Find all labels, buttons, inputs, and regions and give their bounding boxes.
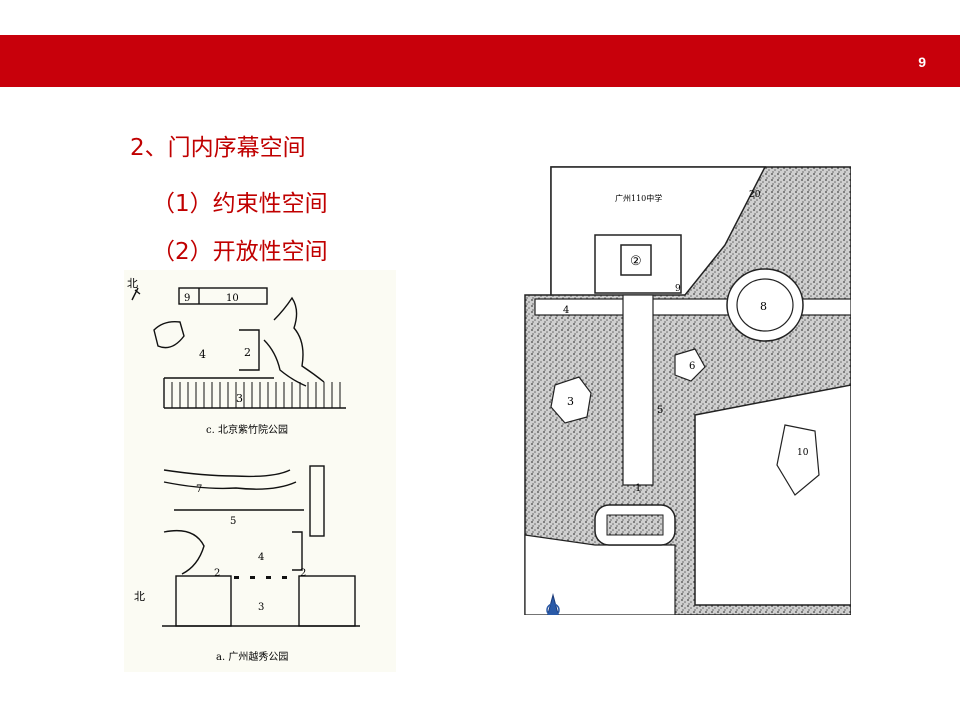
site-plan-label-10: 10 (797, 448, 809, 458)
park-site-plan-figure: 广州110中学 ② 8 3 6 5 1 4 9 20 10 (495, 155, 851, 615)
header-bar: 9 (0, 35, 960, 87)
site-plan-label-20: 20 (749, 190, 761, 200)
subheading-open-space: （2）开放性空间 (152, 239, 328, 265)
site-plan-label-3: 3 (567, 395, 574, 408)
bottom-plan-gate-dashes (234, 576, 287, 579)
bottom-plan (162, 465, 360, 627)
main-heading: 2、门内序幕空间 (130, 135, 306, 161)
top-plan-label-2: 2 (244, 346, 251, 359)
top-plan (131, 287, 346, 409)
site-plan-label-8: 8 (760, 300, 767, 313)
gate-plans-figure: 北 9 10 4 2 3 c. 北京紫竹院公园 北 7 5 4 2 2 3 a. (124, 270, 396, 672)
site-plan-label-4: 4 (563, 305, 569, 316)
gate-plans-drawing: 北 9 10 4 2 3 c. 北京紫竹院公园 北 7 5 4 2 2 3 a. (127, 277, 360, 663)
top-plan-label-3: 3 (236, 392, 243, 405)
subheading-constrained-space: （1）约束性空间 (152, 191, 328, 217)
bottom-plan-label-5: 5 (230, 516, 236, 527)
site-plan-school-label: 广州110中学 (615, 193, 662, 203)
bottom-plan-label-7: 7 (196, 484, 202, 495)
top-plan-label-10: 10 (226, 293, 239, 304)
site-plan-label-1: 1 (635, 483, 641, 494)
site-plan-label-6: 6 (689, 361, 695, 372)
page-number: 9 (918, 54, 926, 70)
bottom-plan-label-3: 3 (258, 602, 264, 613)
bottom-plan-label-2b: 2 (300, 568, 306, 579)
bottom-plan-label-4: 4 (258, 552, 264, 563)
site-plan-label-2: ② (630, 254, 642, 269)
top-plan-caption: c. 北京紫竹院公园 (206, 423, 288, 436)
bottom-plan-label-2a: 2 (214, 568, 220, 579)
top-plan-label-9: 9 (184, 293, 190, 304)
north-arrow-icon (546, 593, 560, 615)
site-plan-label-5: 5 (657, 405, 663, 416)
bottom-plan-caption: a. 广州越秀公园 (216, 650, 288, 663)
bottom-plan-north-label: 北 (134, 590, 145, 603)
park-site-plan-drawing: 广州110中学 ② 8 3 6 5 1 4 9 20 10 (524, 166, 851, 615)
site-plan-label-9: 9 (675, 284, 681, 294)
top-plan-north-label: 北 (127, 277, 138, 290)
top-plan-label-4: 4 (199, 348, 206, 361)
